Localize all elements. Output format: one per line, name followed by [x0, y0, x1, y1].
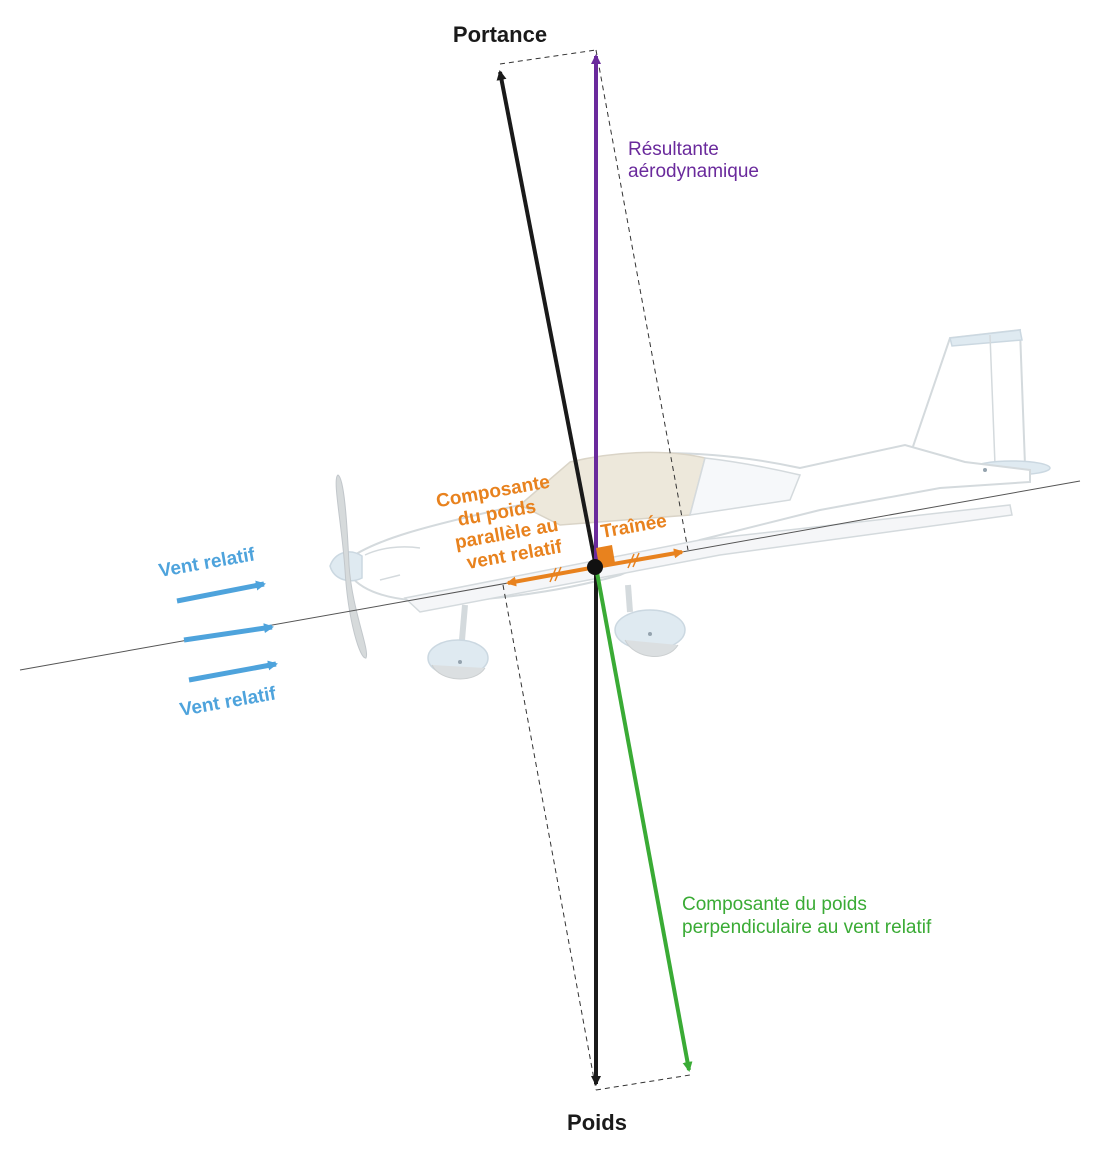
drag-vector [595, 548, 684, 569]
wind-label-bottom: Vent relatif [178, 683, 278, 721]
airplane-tail-fin [903, 328, 1027, 472]
airplane-propeller [335, 474, 368, 659]
airplane-wing [403, 504, 1013, 613]
airplane-illustration [329, 328, 1051, 680]
parallel-component-vector [506, 565, 597, 587]
equal-length-ticks [549, 552, 640, 583]
wind-arrows [176, 580, 278, 683]
weight-label: Poids [567, 1110, 627, 1135]
dashed-parallel-to-weight [502, 584, 597, 1091]
perpendicular-label-line1: Composante du poids [682, 894, 867, 915]
resultant-label-line2: aérodynamique [628, 161, 759, 182]
wind-arrow-1 [176, 580, 266, 604]
construction-lines [499, 49, 691, 1091]
wind-arrow-2 [183, 623, 274, 643]
dashed-resultant-to-drag [595, 49, 689, 551]
center-of-gravity-dot [587, 559, 603, 575]
wind-arrow-3 [188, 660, 278, 683]
right-angle-marker [596, 545, 615, 566]
wind-label-top: Vent relatif [157, 544, 257, 582]
perpendicular-label-line2: perpendiculaire au vent relatif [682, 917, 932, 938]
lift-vector [496, 70, 598, 568]
lift-label: Portance [453, 22, 547, 47]
parallel-component-label: Composante du poids parallèle au vent re… [435, 472, 565, 574]
perpendicular-component-vector [594, 566, 693, 1072]
dashed-weight-to-perp [595, 1074, 691, 1091]
resultant-label-line1: Résultante [628, 139, 719, 160]
dashed-lift-to-resultant [499, 49, 597, 65]
